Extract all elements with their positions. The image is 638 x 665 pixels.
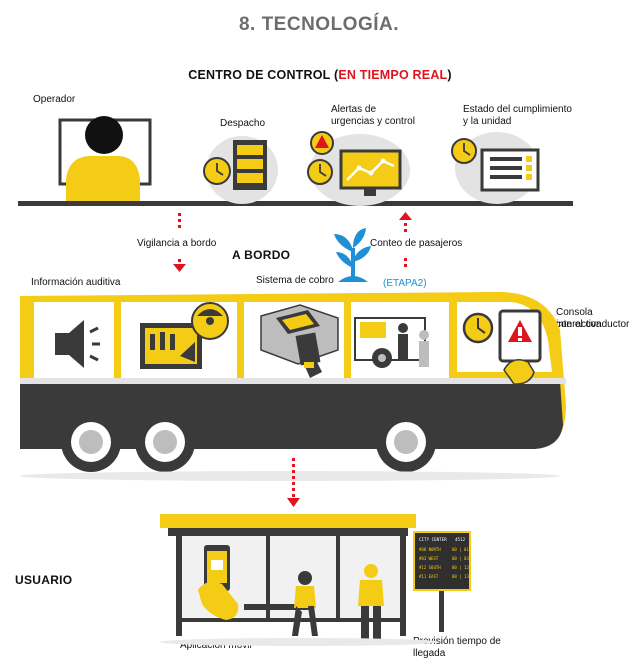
bus-illustration [20, 292, 566, 449]
passenger-scene-icon [355, 318, 429, 368]
bus-stop-shelter [160, 514, 416, 636]
board-route-3: #12 SOUTH [419, 565, 441, 570]
stage2-plant-icon [334, 228, 371, 282]
surveillance-camera-icon [140, 303, 228, 369]
control-center-suffix: ) [447, 68, 451, 82]
control-center-heading: CENTRO DE CONTROL (EN TIEMPO REAL) [150, 68, 490, 82]
alerts-label-2: urgencias y control [331, 116, 415, 128]
user-heading: USUARIO [15, 573, 72, 587]
operator-icon [60, 116, 150, 201]
forecast-label-1: Previsión tiempo de [413, 636, 501, 648]
board-route-2: #03 WEST [419, 556, 439, 561]
audio-info-label: Información auditiva [31, 277, 121, 289]
user-arrow [287, 458, 300, 507]
dispatch-icon [204, 136, 278, 204]
console-label-2: con el conductor [556, 319, 629, 331]
mobile-app-label: Aplicación móvil [180, 640, 252, 652]
board-time-1: 00 | 01 [452, 547, 469, 552]
board-time-4: 00 | 13 [452, 574, 469, 579]
board-time-2: 00 | 03 [452, 556, 469, 561]
board-time-3: 00 | 12 [452, 565, 469, 570]
status-icon [452, 132, 539, 204]
status-label-1: Estado del cumplimiento [463, 104, 572, 116]
board-route-4: #11 EAST [419, 574, 439, 579]
onboard-heading: A BORDO [232, 248, 290, 262]
dispatch-label: Despacho [220, 118, 265, 130]
forecast-label-2: llegada [413, 648, 445, 660]
seated-person-icon [292, 571, 318, 636]
page-title: 8. TECNOLOGÍA. [0, 14, 638, 36]
arrival-board-icon: CITY CENTER 4512 #08 NORTH 00 | 01 #03 W… [414, 532, 470, 632]
stage-label: (ETAPA2) [383, 278, 427, 290]
alerts-label-1: Alertas de [331, 104, 376, 116]
control-center-desk [18, 201, 573, 206]
passenger-count-label: Conteo de pasajeros [370, 238, 462, 250]
board-route-1: #08 NORTH [419, 547, 441, 552]
alerts-icon [308, 132, 410, 206]
control-center-prefix: CENTRO DE CONTROL ( [188, 68, 338, 82]
operator-label: Operador [33, 94, 75, 106]
board-header-code: 4512 [455, 537, 466, 542]
fare-system-label: Sistema de cobro [256, 275, 334, 287]
bus-wheels [61, 412, 436, 472]
fare-machine-icon [261, 305, 338, 378]
control-center-realtime: EN TIEMPO REAL [338, 68, 447, 82]
driver-console-icon [464, 311, 540, 384]
mobile-phone-icon [198, 545, 238, 620]
speaker-icon [55, 320, 100, 368]
board-header: CITY CENTER [419, 537, 447, 542]
bus-shadow [20, 471, 560, 481]
surveillance-label: Vigilancia a bordo [137, 238, 216, 250]
status-label-2: y la unidad [463, 116, 511, 128]
standing-person-icon [358, 564, 384, 642]
